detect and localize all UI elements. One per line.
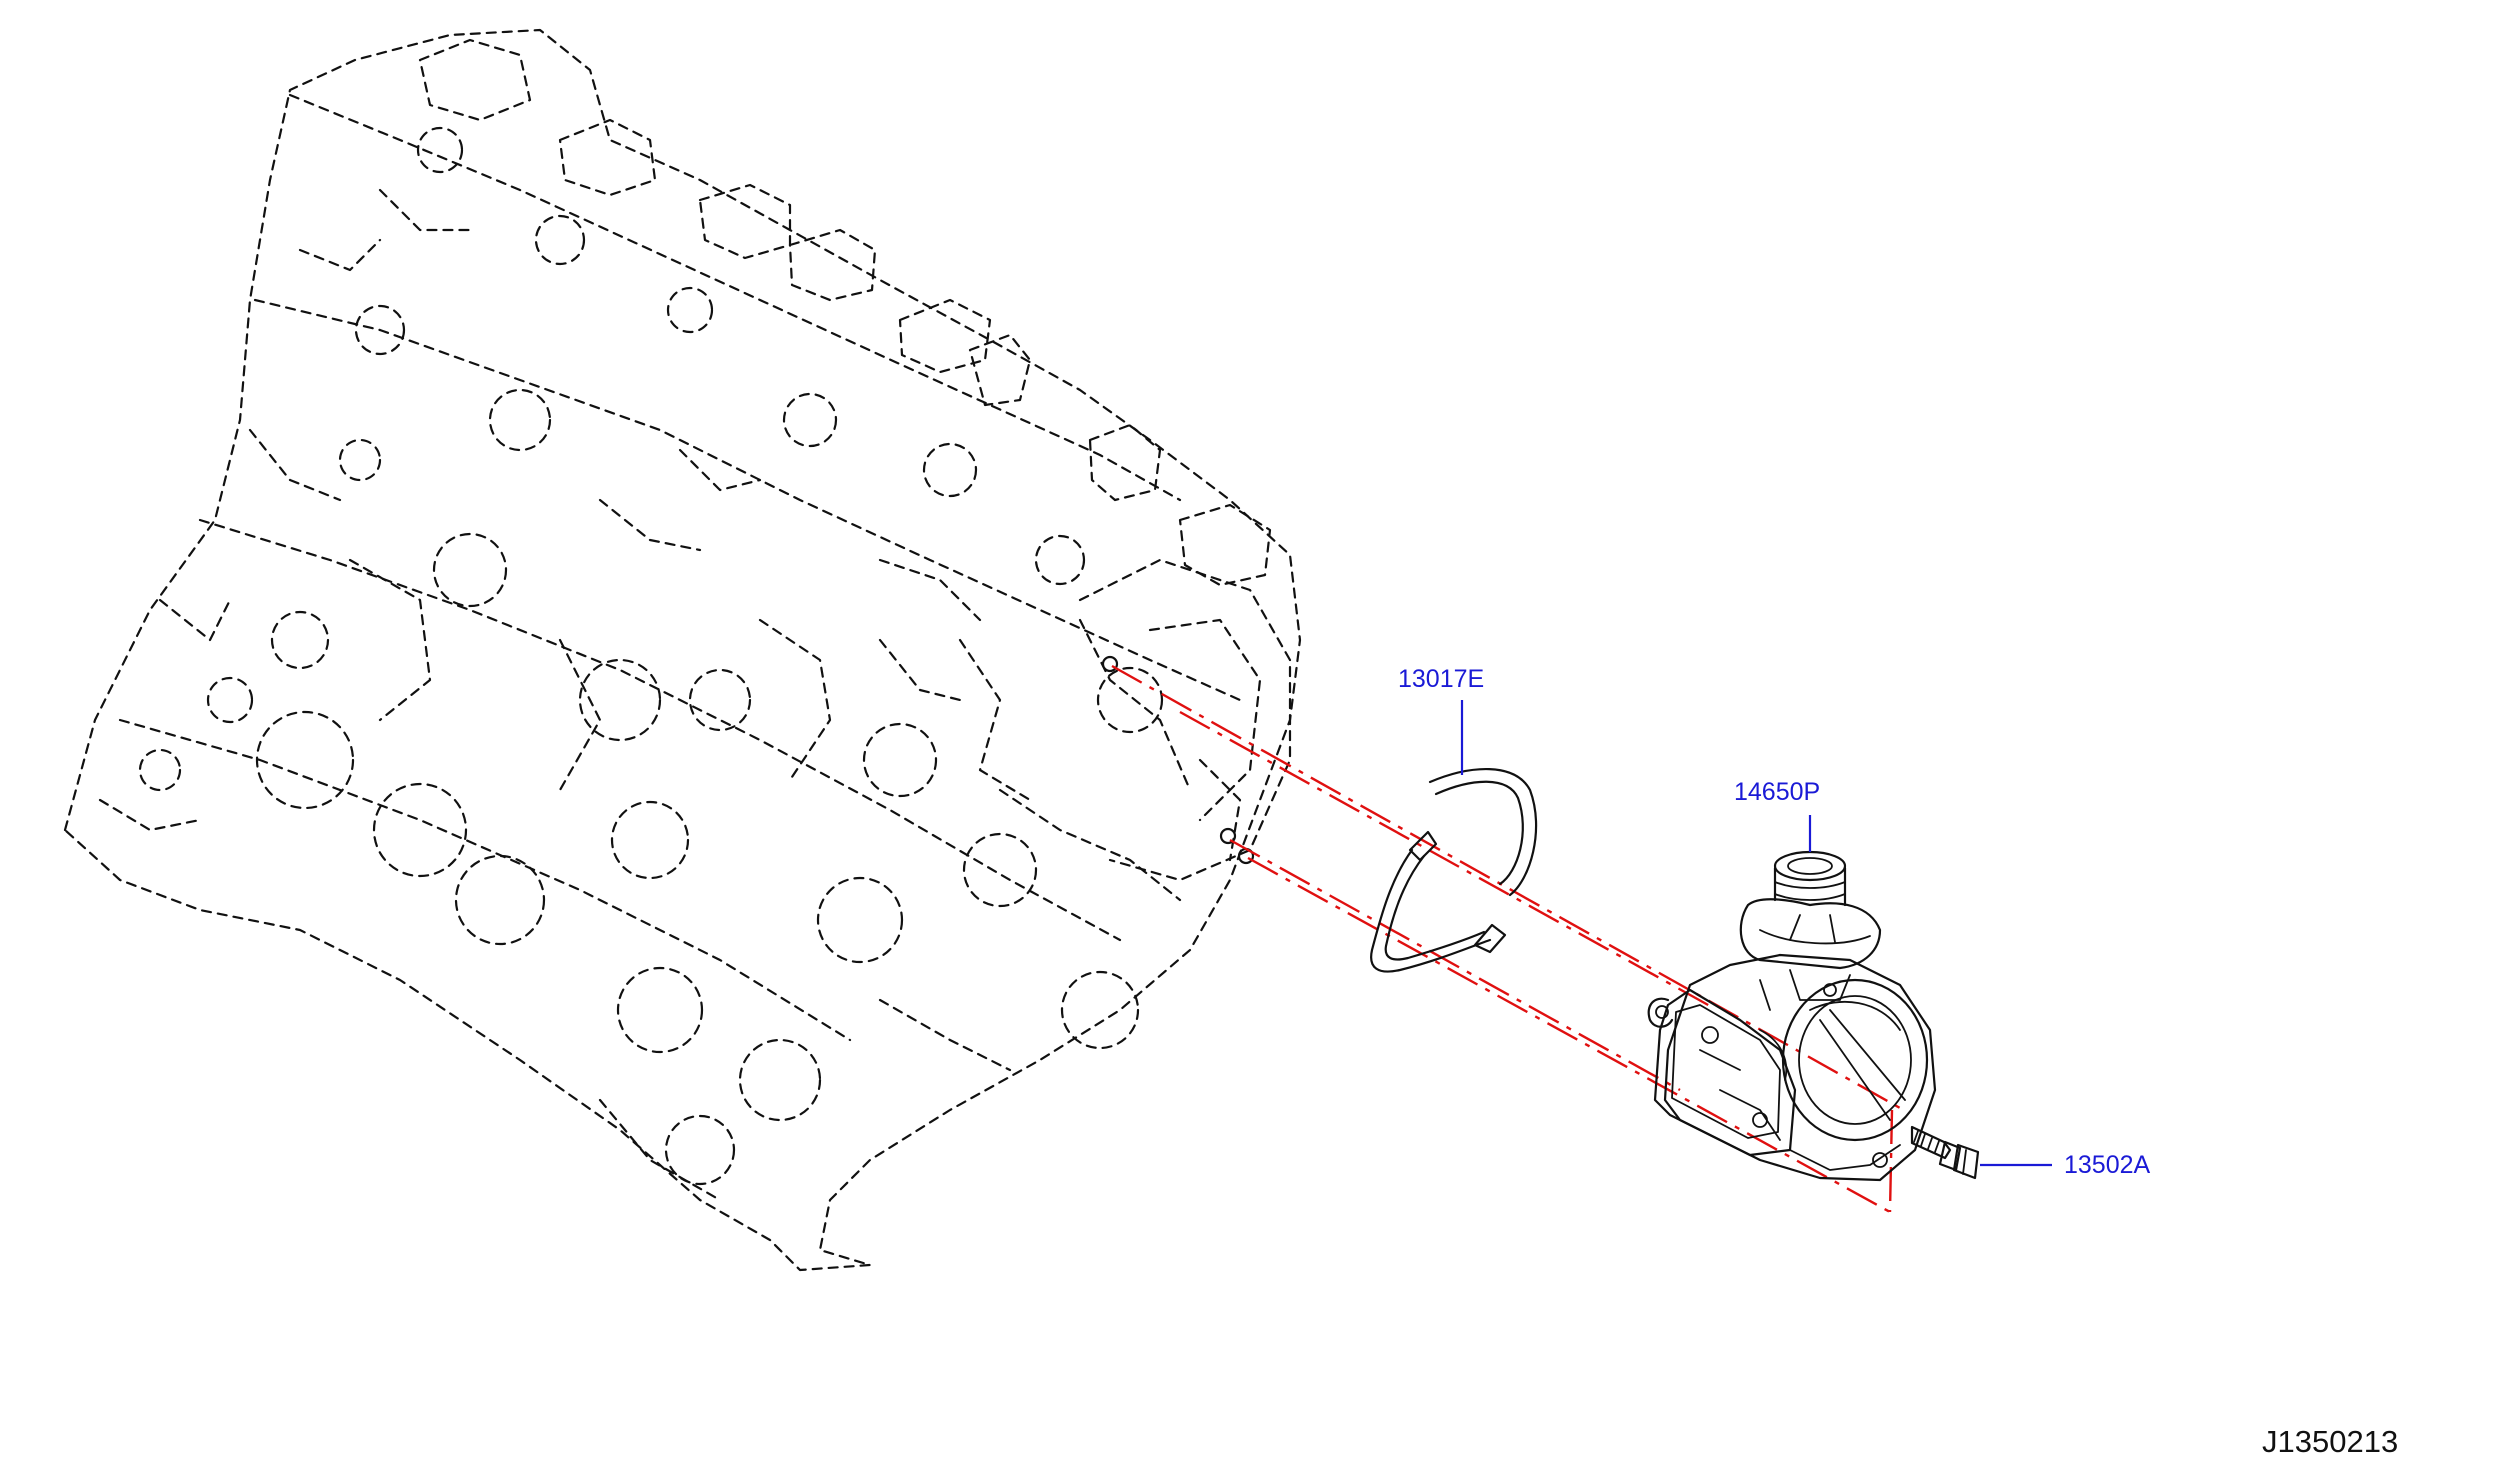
callout-bolt-13502a[interactable]: 13502A (2064, 1151, 2151, 1179)
axis-lower (1247, 856, 1891, 1214)
axis-upper (1111, 664, 1901, 1110)
callout-gasket-13017e[interactable]: 13017E (1398, 665, 1485, 693)
axis-lower-mid (1229, 838, 1681, 1092)
callout-vacuum-pump-14650p[interactable]: 14650P (1734, 778, 1821, 806)
leader-lines (1460, 700, 2052, 1167)
gasket-part[interactable] (1370, 767, 1538, 973)
axis-middle (1179, 710, 1711, 1008)
bolt-part[interactable] (1910, 1125, 1980, 1180)
engine-block (63, 28, 1302, 1272)
diagram-id: J1350213 (2262, 1424, 2399, 1459)
axis-bolt-drop (1888, 1109, 1894, 1213)
